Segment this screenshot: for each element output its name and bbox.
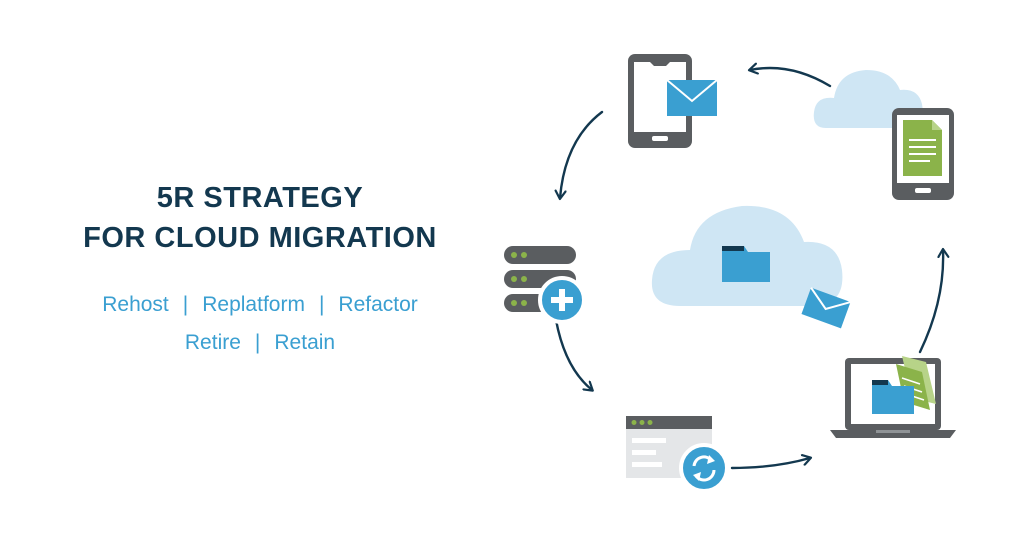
separator: | bbox=[254, 331, 261, 354]
title-line-2: FOR CLOUD MIGRATION bbox=[83, 222, 437, 254]
browser-window-refresh-icon bbox=[626, 416, 729, 493]
strategy-retire: Retire bbox=[184, 331, 241, 354]
strategy-replatform: Replatform bbox=[202, 293, 305, 316]
title-line-1: 5R STRATEGY bbox=[156, 182, 364, 214]
strategy-list: Rehost | Replatform | Refactor Retire | Retain bbox=[30, 286, 490, 362]
phone-with-mail-icon bbox=[628, 54, 718, 148]
arrow-browser-to-laptop bbox=[730, 458, 810, 470]
arrow-server-to-browser bbox=[554, 318, 592, 390]
arrow-laptop-to-phone bbox=[918, 250, 943, 354]
cycle-arrows bbox=[554, 68, 943, 470]
separator: | bbox=[182, 293, 189, 316]
center-cloud-folder-mail-icon bbox=[651, 205, 851, 329]
separator: | bbox=[318, 293, 325, 316]
strategy-retain: Retain bbox=[274, 331, 336, 354]
arrow-phone-to-server bbox=[560, 110, 604, 198]
strategy-row-2: Retire | Retain bbox=[30, 324, 490, 362]
strategy-refactor: Refactor bbox=[338, 293, 418, 316]
arrow-cloud-to-phone bbox=[750, 68, 832, 88]
strategy-row-1: Rehost | Replatform | Refactor bbox=[30, 286, 490, 324]
laptop-with-folder-document-icon bbox=[830, 356, 956, 438]
title-block: 5R STRATEGY FOR CLOUD MIGRATION bbox=[30, 178, 490, 258]
strategy-rehost: Rehost bbox=[102, 293, 169, 316]
server-stack-add-icon bbox=[504, 246, 586, 324]
cloud-with-document-phone-icon bbox=[813, 70, 954, 200]
